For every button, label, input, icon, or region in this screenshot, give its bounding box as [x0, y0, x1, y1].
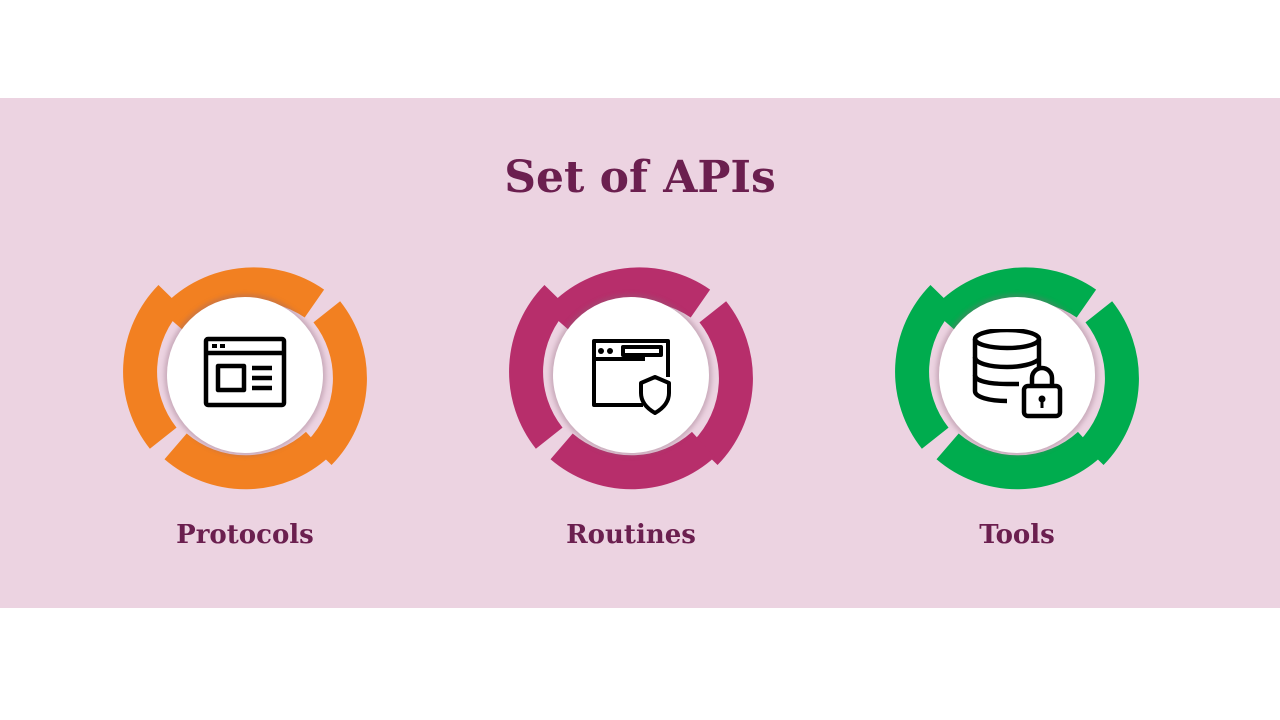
- page-title: Set of APIs: [504, 152, 776, 203]
- item-label: Tools: [979, 520, 1055, 550]
- segmented-ring: [895, 267, 1139, 490]
- segmented-ring: [123, 267, 367, 490]
- browser-window-layout-icon: [203, 336, 287, 408]
- api-item-routines: Routines: [506, 250, 756, 560]
- api-item-tools: Tools: [892, 250, 1142, 560]
- item-label: Routines: [566, 520, 696, 550]
- segmented-ring: [509, 267, 753, 490]
- item-label: Protocols: [176, 520, 314, 550]
- icon-circle: [939, 297, 1095, 453]
- browser-security-shield-icon: [592, 339, 671, 415]
- api-item-protocols: Protocols: [120, 250, 370, 560]
- database-lock-icon: [972, 329, 1063, 419]
- icon-circle: [553, 297, 709, 453]
